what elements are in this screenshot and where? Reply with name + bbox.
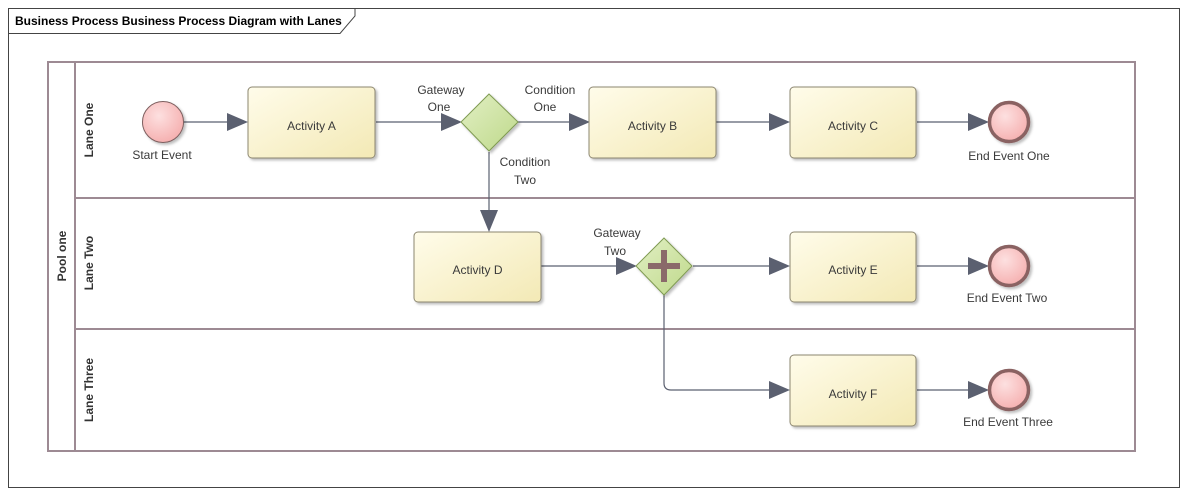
arrowhead xyxy=(227,113,248,131)
arrowhead xyxy=(968,113,989,131)
gateway-two-label-line1: Gateway xyxy=(593,226,640,240)
arrowhead xyxy=(968,381,989,399)
end-event-two-circle xyxy=(987,244,1031,288)
plus-icon xyxy=(648,250,680,282)
activity-f-label: Activity F xyxy=(829,387,878,401)
lane-one-label: Lane One xyxy=(82,102,96,157)
lane-three xyxy=(74,328,1136,452)
activity-e-box xyxy=(789,231,917,303)
activity-e-label: Activity E xyxy=(828,263,877,277)
lane-three-label: Lane Three xyxy=(82,358,96,422)
activity-f-box xyxy=(789,354,917,427)
gateway-two-label-line2: Two xyxy=(604,244,626,258)
end-event-three[interactable] xyxy=(987,368,1031,412)
activity-c[interactable]: Activity C xyxy=(789,86,917,159)
start-event-label: Start Event xyxy=(132,148,192,162)
end-event-one-label: End Event One xyxy=(968,149,1050,163)
arrowhead xyxy=(769,113,790,131)
activity-d[interactable]: Activity D xyxy=(413,231,542,303)
flow-gateway-two-to-f[interactable] xyxy=(663,295,771,391)
gateway-one-label-line2: One xyxy=(428,100,451,114)
condition-one-label-line1: Condition xyxy=(525,83,576,97)
arrowhead xyxy=(769,257,790,275)
condition-two-label-line2: Two xyxy=(514,173,536,187)
frame-title: Business Process Business Process Diagra… xyxy=(15,14,342,28)
activity-a[interactable]: Activity A xyxy=(247,86,376,159)
gateway-one-label-line1: Gateway xyxy=(417,83,464,97)
arrowhead xyxy=(441,113,462,131)
sequence-flows xyxy=(184,121,970,391)
gateway-one-diamond xyxy=(460,93,519,152)
activity-d-label: Activity D xyxy=(452,263,502,277)
arrowheads xyxy=(227,113,989,399)
end-event-two[interactable] xyxy=(987,244,1031,288)
condition-one-label-line2: One xyxy=(534,100,557,114)
condition-two-label-line1: Condition xyxy=(500,155,551,169)
end-event-three-label: End Event Three xyxy=(963,415,1053,429)
pool-label: Pool one xyxy=(55,230,69,281)
activity-a-label: Activity A xyxy=(287,119,336,133)
end-event-one-circle xyxy=(987,100,1031,144)
end-event-three-circle xyxy=(987,368,1031,412)
arrowhead xyxy=(569,113,590,131)
activity-c-box xyxy=(789,86,917,159)
activity-a-box xyxy=(247,86,376,159)
activity-b-box xyxy=(588,86,717,159)
activity-b-label: Activity B xyxy=(628,119,677,133)
arrowhead xyxy=(616,257,637,275)
gateway-two[interactable] xyxy=(635,237,693,296)
frame-title-tab xyxy=(8,8,356,34)
start-event-circle xyxy=(142,101,184,143)
start-event[interactable] xyxy=(142,101,184,143)
arrowhead xyxy=(968,257,989,275)
arrowhead xyxy=(769,381,790,399)
end-event-two-label: End Event Two xyxy=(967,291,1048,305)
end-event-one[interactable] xyxy=(987,100,1031,144)
arrowhead xyxy=(480,210,498,232)
activity-b[interactable]: Activity B xyxy=(588,86,717,159)
activity-e[interactable]: Activity E xyxy=(789,231,917,303)
lane-two-label: Lane Two xyxy=(82,236,96,290)
activity-f[interactable]: Activity F xyxy=(789,354,917,427)
activity-c-label: Activity C xyxy=(828,119,878,133)
activity-d-box xyxy=(413,231,542,303)
gateway-one[interactable] xyxy=(460,93,519,152)
